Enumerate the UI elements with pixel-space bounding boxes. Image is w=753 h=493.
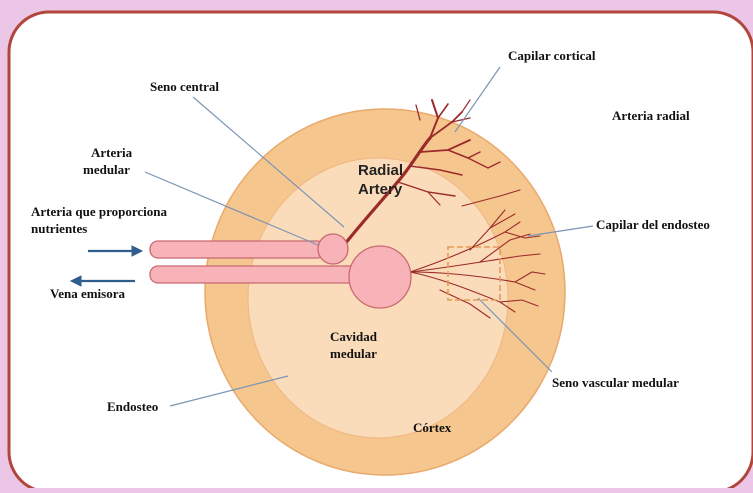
label-endosteo: Endosteo (107, 399, 158, 414)
label-capilar-cortical: Capilar cortical (508, 48, 596, 63)
label-arteria-nutrientes-line1: Arteria que proporciona (31, 204, 168, 219)
label-arteria-nutrientes-line2: nutrientes (31, 221, 87, 236)
label-seno-vascular: Seno vascular medular (552, 375, 679, 390)
central-sinus-circle (349, 246, 411, 308)
nutrient-artery-tube (150, 241, 325, 258)
emissary-vein-tube (150, 266, 360, 283)
label-radial-artery-line2: Artery (358, 181, 403, 198)
label-vena-emisora: Vena emisora (50, 286, 125, 301)
label-cavidad-line1: Cavidad (330, 329, 378, 344)
label-capilar-endosteo: Capilar del endosteo (596, 217, 710, 232)
label-seno-central: Seno central (150, 79, 219, 94)
label-arteria-radial: Arteria radial (612, 108, 690, 123)
label-arteria-medular-line2: medular (83, 162, 130, 177)
label-arteria-medular-line1: Arteria (91, 145, 133, 160)
medullary-artery-circle (318, 234, 348, 264)
label-radial-artery-line1: Radial (358, 162, 403, 179)
label-cavidad-line2: medular (330, 346, 377, 361)
label-cortex: Córtex (413, 420, 452, 435)
